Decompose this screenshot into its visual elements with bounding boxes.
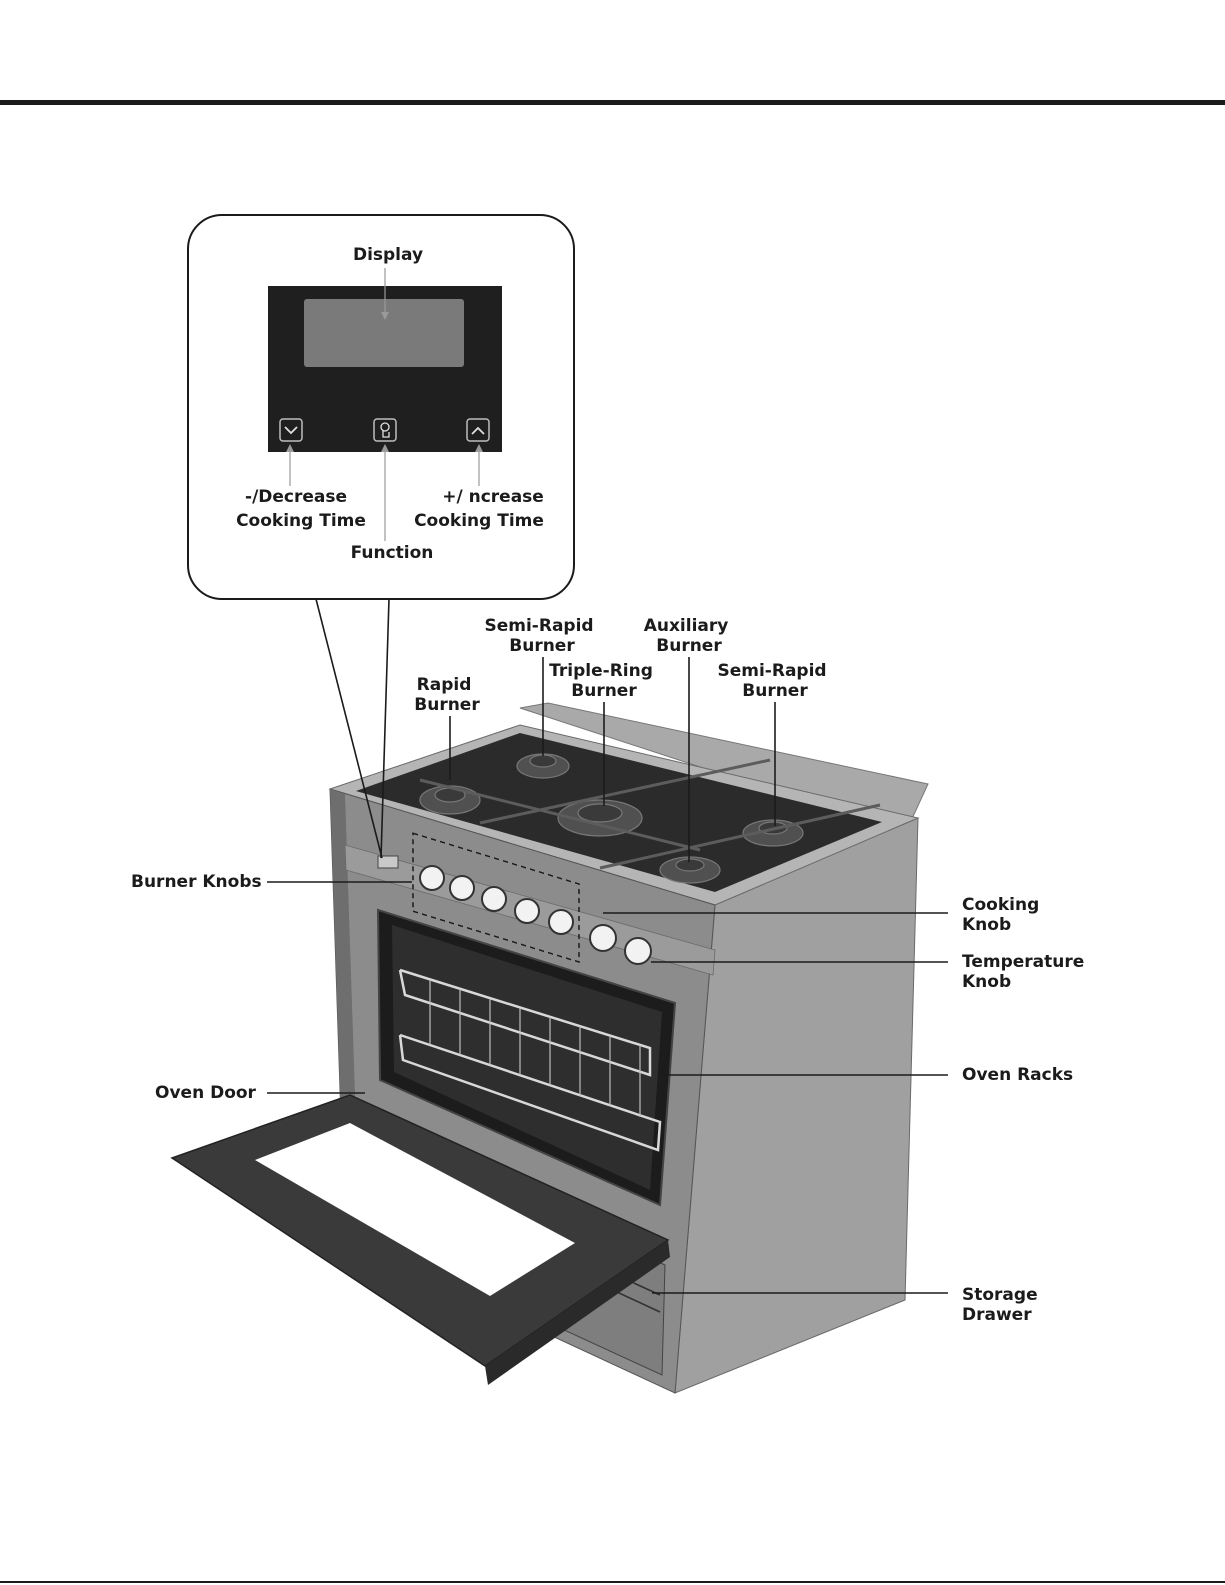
increase-button[interactable] [467, 419, 489, 441]
function-button[interactable] [374, 419, 396, 441]
display-screen [304, 299, 464, 367]
function-label: Function [351, 543, 434, 563]
range-illustration [172, 703, 928, 1393]
cooking-knob-shape[interactable] [590, 925, 616, 951]
semi-rapid-burner-left-label: Semi-Rapid Burner [484, 616, 599, 656]
oven-door-label: Oven Door [155, 1083, 257, 1103]
knob[interactable] [450, 876, 474, 900]
semi-rapid-burner-right-label: Semi-Rapid Burner [717, 661, 832, 701]
cooking-knob-label: Cooking Knob [962, 895, 1045, 935]
temperature-knob-shape[interactable] [625, 938, 651, 964]
knob[interactable] [482, 887, 506, 911]
burner-knobs-label: Burner Knobs [131, 872, 262, 892]
oven-racks-label: Oven Racks [962, 1065, 1073, 1085]
knob[interactable] [420, 866, 444, 890]
decrease-button[interactable] [280, 419, 302, 441]
display-label: Display [353, 245, 423, 265]
footer-rule [0, 1581, 1225, 1583]
auxiliary-burner-label: Auxiliary Burner [644, 616, 735, 656]
triple-ring-burner-label: Triple-Ring Burner [549, 661, 659, 701]
knob[interactable] [549, 910, 573, 934]
temperature-knob-label: Temperature Knob [962, 952, 1090, 992]
header-rule [0, 100, 1225, 105]
rapid-burner-label: Rapid Burner [414, 675, 480, 715]
storage-drawer-label: Storage Drawer [962, 1285, 1044, 1325]
knob[interactable] [515, 899, 539, 923]
